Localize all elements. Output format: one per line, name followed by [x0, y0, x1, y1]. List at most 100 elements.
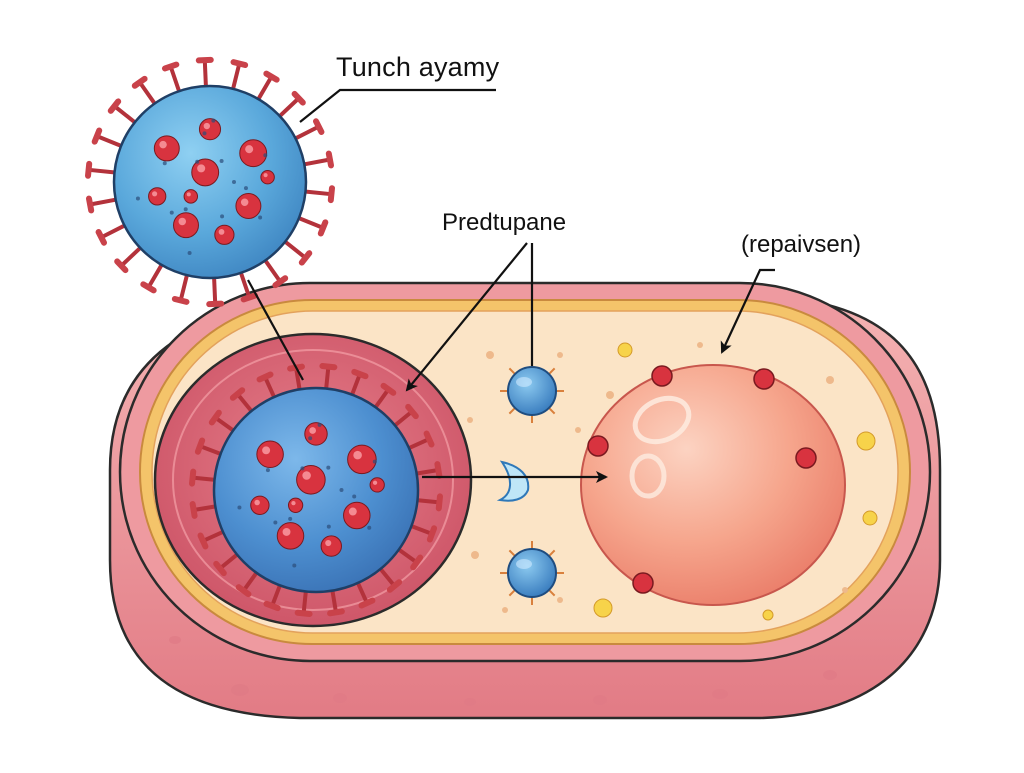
- virus-spike: [238, 268, 252, 300]
- virus-dot: [263, 153, 268, 158]
- virus-spike: [323, 364, 331, 393]
- vacuole-inner-ring: [172, 349, 454, 611]
- virus-spike: [235, 392, 255, 415]
- nucleus-pore: [632, 572, 654, 594]
- virus-spike: [372, 387, 391, 411]
- virus-spike-cap: [435, 493, 443, 512]
- virus-dot: [219, 158, 224, 163]
- virus-spike-cap: [358, 597, 376, 609]
- virus-internalized: [189, 363, 443, 617]
- virus-spike: [405, 437, 432, 451]
- virus-spike-cap: [263, 70, 280, 83]
- virus-spike: [168, 64, 182, 96]
- vesicle-spike: [548, 367, 556, 375]
- virus-spike: [94, 134, 125, 149]
- virus-dot: [352, 494, 357, 499]
- virus-protein-highlight: [240, 198, 249, 206]
- virus-protein: [198, 118, 222, 141]
- virus-spike: [413, 497, 442, 505]
- virus-protein-highlight: [159, 140, 167, 149]
- virus-spike-cap: [351, 368, 369, 380]
- virus-dot: [326, 524, 331, 529]
- virus-protein-highlight: [263, 173, 268, 178]
- virus-spike: [281, 238, 308, 260]
- virus-protein: [304, 422, 328, 446]
- virus-spike-cap: [263, 600, 281, 612]
- virus-spike-cap: [95, 229, 108, 246]
- virus-spike: [200, 529, 227, 543]
- virus-protein: [214, 224, 235, 245]
- virus-dot: [232, 180, 236, 184]
- virus-protein-highlight: [353, 450, 362, 460]
- virus-spike: [212, 273, 218, 306]
- virus-spike-cap: [85, 160, 93, 179]
- virus-dot: [243, 186, 248, 191]
- virus-spike-cap: [423, 430, 435, 448]
- virus-spike: [295, 215, 326, 230]
- virus-spike-cap: [294, 609, 313, 617]
- virus-dot: [367, 525, 372, 530]
- virus-dot: [339, 488, 344, 492]
- virus-protein-highlight: [178, 217, 186, 226]
- virus-spike-cap: [325, 150, 335, 169]
- virus-spike-cap: [327, 608, 345, 617]
- virus-spike: [391, 409, 414, 429]
- virus-protein-highlight: [291, 501, 296, 506]
- virus-spike: [349, 372, 362, 399]
- virus-spike-cap: [91, 127, 103, 145]
- virus-spike-cap: [235, 584, 252, 598]
- virus-dot: [372, 459, 377, 464]
- wall-texture: [169, 636, 837, 706]
- virus-dot: [220, 214, 225, 219]
- virus-protein: [153, 135, 180, 162]
- vesicle-spike: [508, 589, 516, 597]
- virus-dot: [326, 465, 331, 470]
- virus-dot: [169, 210, 174, 215]
- virus-spike-cap: [230, 59, 249, 69]
- virus-dot: [317, 422, 322, 427]
- virus-protein-highlight: [254, 499, 260, 506]
- virus-protein: [173, 212, 199, 239]
- crescent-vesicle: [496, 460, 530, 502]
- label-middle: Predtupane: [442, 209, 567, 236]
- virus-spike: [276, 96, 301, 120]
- nucleus-highlight: [632, 395, 692, 445]
- virus-spike: [330, 586, 338, 615]
- virus-protein-highlight: [348, 507, 357, 516]
- virus-spike: [99, 222, 129, 240]
- virus-spike-cap: [107, 98, 122, 114]
- nucleus-pore: [651, 365, 673, 387]
- virus-spike-cap: [298, 250, 313, 266]
- virus-spike: [412, 468, 441, 476]
- virus-dot: [265, 468, 270, 473]
- virus-spike-cap: [291, 90, 306, 106]
- virus-spike: [294, 365, 302, 394]
- vesicle-spike: [548, 549, 556, 557]
- pointer-lines: [247, 88, 775, 483]
- virus-protein: [347, 444, 377, 475]
- pointer-line-middle-left: [405, 242, 528, 392]
- virus-protein-highlight: [372, 480, 378, 485]
- virus-spike-cap: [189, 501, 198, 519]
- virus-protein-highlight: [309, 427, 316, 434]
- virus-spike-cap: [405, 403, 419, 420]
- virus-spike: [119, 244, 144, 268]
- virus-dot: [183, 207, 188, 212]
- virus-spike-cap: [208, 409, 222, 426]
- virus-protein: [287, 497, 304, 513]
- vesicle-spike: [508, 407, 516, 415]
- virus-protein-highlight: [152, 191, 158, 197]
- virus-dot: [211, 118, 216, 123]
- virus-spike-cap: [197, 532, 209, 550]
- virus-protein-highlight: [282, 527, 291, 536]
- nucleus: [580, 364, 846, 606]
- virus-spike: [263, 374, 277, 401]
- virus-protein: [148, 187, 167, 206]
- virus-spike-cap: [140, 281, 157, 294]
- virus-spike-cap: [256, 371, 274, 383]
- virus-spike: [301, 587, 309, 616]
- virus-spike: [301, 189, 334, 197]
- virus-dot: [162, 161, 167, 166]
- virus-spike: [191, 504, 220, 512]
